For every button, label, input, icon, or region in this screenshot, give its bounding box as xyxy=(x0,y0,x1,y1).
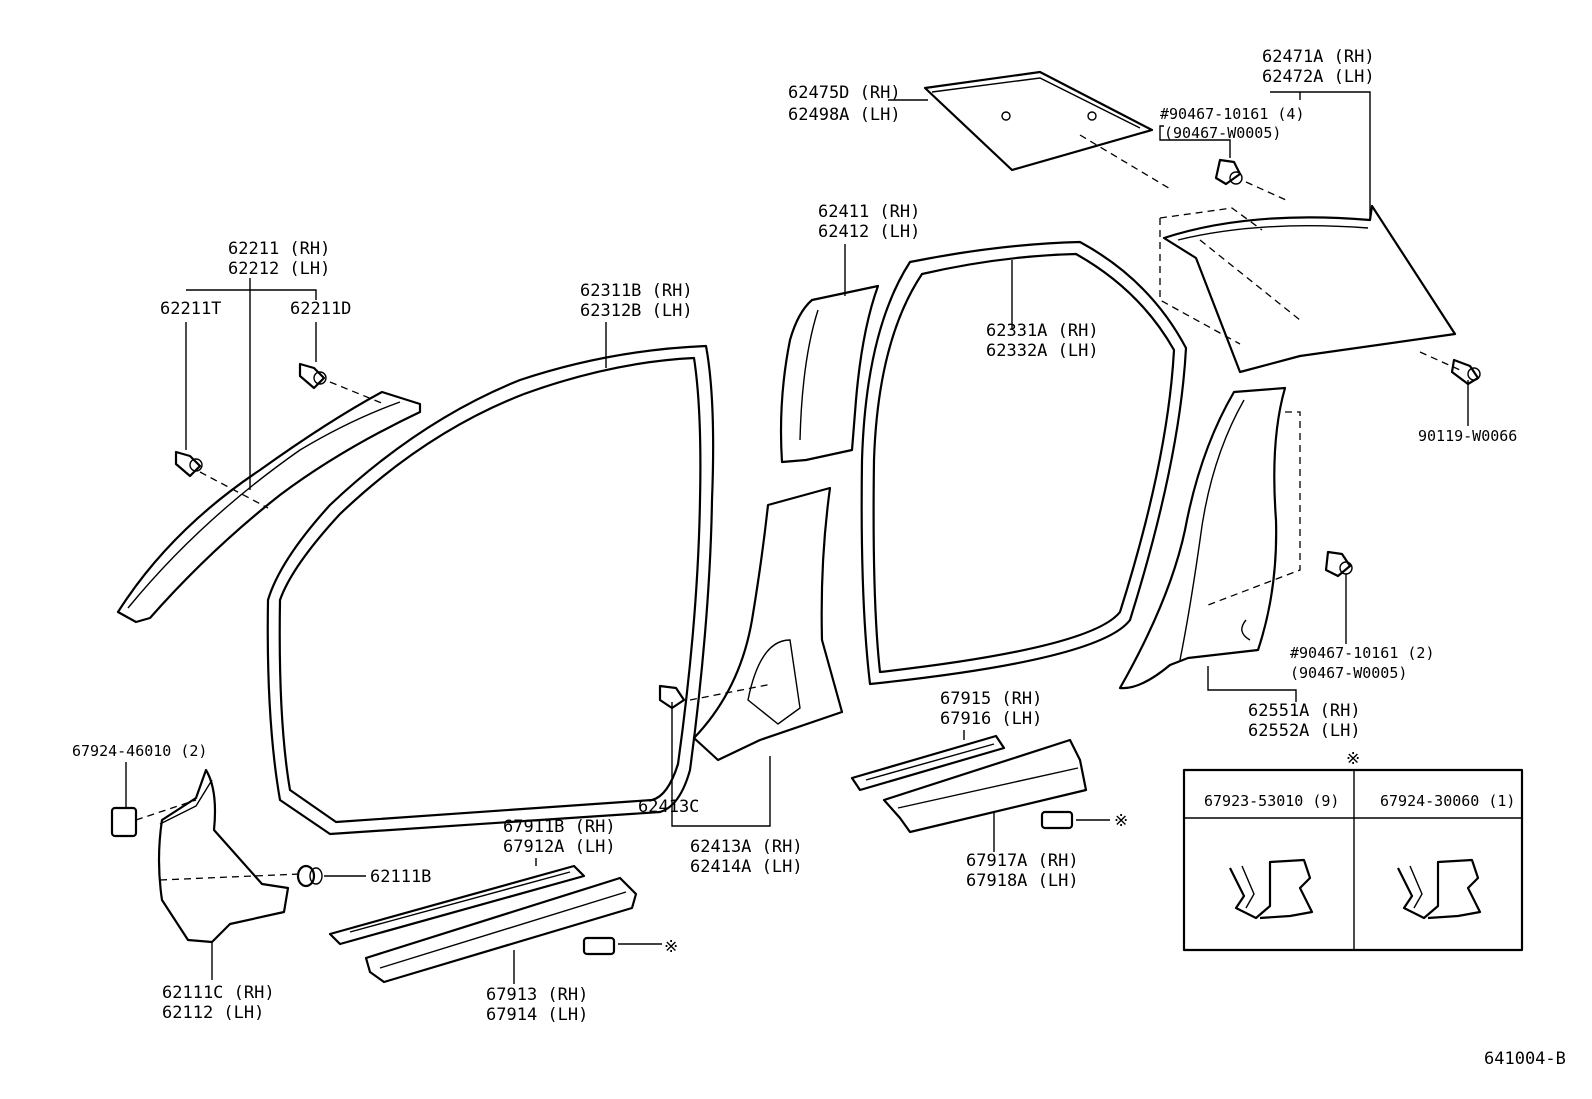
detail-table-col2: 67924-30060 (1) xyxy=(1380,792,1515,810)
clip-62211D xyxy=(298,362,327,390)
svg-text:62414A (LH): 62414A (LH) xyxy=(690,857,803,877)
detail-table-col1: 67923-53010 (9) xyxy=(1204,792,1339,810)
rear-pillar-lower-trim xyxy=(1118,386,1301,690)
svg-text:90119-W0066: 90119-W0066 xyxy=(1418,427,1517,445)
rear-pillar-upper-trim xyxy=(1159,204,1461,374)
svg-text:67918A (LH): 67918A (LH) xyxy=(966,871,1079,891)
clip-67924-46010 xyxy=(110,799,197,838)
svg-text:62411 (RH): 62411 (RH) xyxy=(818,202,920,222)
callout-90119: 90119-W0066 xyxy=(1418,380,1517,445)
rear-scuff-plate-lower xyxy=(882,738,1088,834)
callout-62111B: 62111B xyxy=(324,867,431,887)
callout-62211D: 62211D xyxy=(290,299,351,362)
diagram-id: 641004-B xyxy=(1484,1049,1566,1069)
svg-text:62413A (RH): 62413A (RH) xyxy=(690,837,803,857)
clip-rear-scuff xyxy=(1040,810,1074,830)
rear-scuff-plate-upper xyxy=(850,734,1006,792)
svg-text:62212 (LH): 62212 (LH) xyxy=(228,259,330,279)
callout-62475D: 62475D (RH) 62498A (LH) xyxy=(788,83,928,125)
svg-text:62211T: 62211T xyxy=(160,299,221,319)
callout-62211T: 62211T xyxy=(160,299,221,450)
svg-text:62472A (LH): 62472A (LH) xyxy=(1262,67,1375,87)
roof-trim-panel xyxy=(923,70,1173,191)
svg-text:67916 (LH): 67916 (LH) xyxy=(940,709,1042,729)
svg-text:67912A (LH): 67912A (LH) xyxy=(503,837,616,857)
clip-90467-lower xyxy=(1324,550,1353,578)
svg-text:#90467-10161 (4): #90467-10161 (4) xyxy=(1160,105,1305,123)
svg-text:62311B (RH): 62311B (RH) xyxy=(580,281,693,301)
callout-62413A: 62413A (RH) 62414A (LH) xyxy=(690,837,803,877)
callout-90467-2: #90467-10161 (2) (90467-W0005) xyxy=(1290,574,1435,682)
callout-62471A: 62471A (RH) 62472A (LH) xyxy=(1262,47,1375,220)
svg-text:67915 (RH): 67915 (RH) xyxy=(940,689,1042,709)
callout-62411: 62411 (RH) 62412 (LH) xyxy=(818,202,920,296)
svg-text:62471A (RH): 62471A (RH) xyxy=(1262,47,1375,67)
svg-text:#90467-10161 (2): #90467-10161 (2) xyxy=(1290,644,1435,662)
svg-text:67913 (RH): 67913 (RH) xyxy=(486,985,588,1005)
clip-67923-53010-illustration xyxy=(1229,858,1314,920)
svg-text:62552A (LH): 62552A (LH) xyxy=(1248,721,1361,741)
callout-67924-46010: 67924-46010 (2) xyxy=(72,742,207,808)
svg-text:(90467-W0005): (90467-W0005) xyxy=(1164,124,1281,142)
rear-door-weatherstrip xyxy=(860,240,1188,686)
clip-90467-upper xyxy=(1214,158,1287,201)
svg-text:62498A (LH): 62498A (LH) xyxy=(788,105,901,125)
svg-text:※: ※ xyxy=(1346,749,1360,769)
svg-text:※: ※ xyxy=(1114,811,1128,831)
callout-67913: 67913 (RH) 67914 (LH) ※ xyxy=(486,937,678,1025)
callout-67917A: 67917A (RH) 67918A (LH) ※ xyxy=(966,811,1128,891)
center-pillar-upper-trim xyxy=(779,284,880,464)
svg-text:62312B (LH): 62312B (LH) xyxy=(580,301,693,321)
callout-67915: 67915 (RH) 67916 (LH) xyxy=(940,689,1042,740)
front-scuff-plate-lower xyxy=(364,876,638,984)
front-door-weatherstrip xyxy=(266,344,715,836)
clip-front-scuff xyxy=(582,936,616,956)
svg-text:62211 (RH): 62211 (RH) xyxy=(228,239,330,259)
callout-62311B: 62311B (RH) 62312B (LH) xyxy=(580,281,693,368)
callout-90467-4: #90467-10161 (4) (90467-W0005) xyxy=(1159,105,1305,158)
svg-text:62331A (RH): 62331A (RH) xyxy=(986,321,1099,341)
svg-text:62111B: 62111B xyxy=(370,867,431,887)
clip-62111B xyxy=(296,864,323,888)
svg-text:62551A (RH): 62551A (RH) xyxy=(1248,701,1361,721)
svg-text:62211D: 62211D xyxy=(290,299,351,319)
svg-text:62111C (RH): 62111C (RH) xyxy=(162,983,275,1003)
svg-text:※: ※ xyxy=(664,937,678,957)
svg-text:62412 (LH): 62412 (LH) xyxy=(818,222,920,242)
detail-table: 67923-53010 (9) 67924-30060 (1) xyxy=(1182,768,1524,952)
callout-62211: 62211 (RH) 62212 (LH) xyxy=(186,239,330,490)
center-pillar-lower-trim xyxy=(689,486,844,762)
front-pillar-garnish xyxy=(116,381,422,624)
front-scuff-plate-upper xyxy=(328,864,586,946)
svg-text:62332A (LH): 62332A (LH) xyxy=(986,341,1099,361)
clip-62413C xyxy=(658,684,686,710)
callout-62551A: 62551A (RH) 62552A (LH) ※ xyxy=(1207,666,1361,769)
callout-62331A: 62331A (RH) 62332A (LH) xyxy=(986,260,1099,361)
callout-62413C: 62413C xyxy=(638,702,771,827)
svg-text:67911B (RH): 67911B (RH) xyxy=(503,817,616,837)
screw-90119 xyxy=(1450,358,1481,386)
svg-text:67924-46010 (2): 67924-46010 (2) xyxy=(72,742,207,760)
clip-62211T xyxy=(174,450,203,478)
callout-62111C: 62111C (RH) 62112 (LH) xyxy=(162,942,275,1023)
svg-text:67917A (RH): 67917A (RH) xyxy=(966,851,1079,871)
callout-67911B: 67911B (RH) 67912A (LH) xyxy=(503,817,616,866)
svg-text:67914 (LH): 67914 (LH) xyxy=(486,1005,588,1025)
cowl-side-trim xyxy=(157,768,301,944)
svg-text:(90467-W0005): (90467-W0005) xyxy=(1290,664,1407,682)
svg-text:62475D (RH): 62475D (RH) xyxy=(788,83,901,103)
svg-text:62112 (LH): 62112 (LH) xyxy=(162,1003,264,1023)
clip-67924-30060-illustration xyxy=(1397,858,1482,920)
